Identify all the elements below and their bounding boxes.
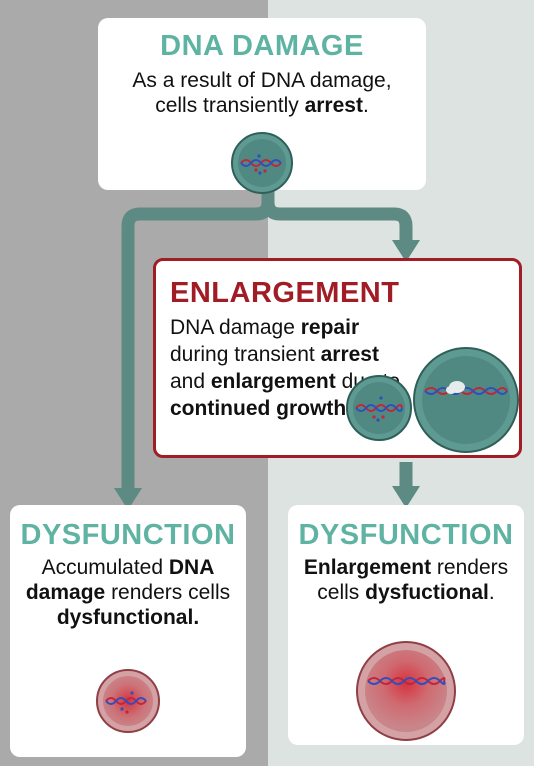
dysfunction-left-box: DYSFUNCTION Accumulated DNA damage rende… [10, 505, 246, 757]
dys-left-text-dna-damage: DNA damage [25, 556, 215, 605]
arrowhead-right-top [392, 240, 420, 262]
enlarged-cell-icon [413, 347, 519, 453]
enlargement-text-arrest: arrest [320, 342, 379, 366]
arrow-right-branch [261, 201, 413, 240]
dysfunction-right-description: Enlargement renders cells dysfuctional. [298, 555, 514, 605]
enlargement-title: ENLARGEMENT [170, 277, 400, 309]
dna-damage-description: As a result of DNA damage, cells transie… [98, 68, 426, 118]
dys-right-text-2: renders cells [317, 556, 509, 605]
enlargement-box: ENLARGEMENT DNA damage repair during tra… [153, 258, 522, 458]
dysfunctional-enlarged-cell-icon [356, 641, 456, 741]
dys-right-text-enlargement: Enlargement [303, 556, 432, 579]
enlargement-text-3: during transient [170, 342, 321, 366]
dna-damage-line2-pre: cells transiently [155, 94, 305, 118]
arrowhead-right-bottom [392, 486, 420, 508]
enlargement-text-1: DNA damage [170, 316, 301, 339]
enlargement-text-enlargement: enlargement [210, 369, 336, 393]
arrow-left-branch [121, 207, 256, 488]
enlargement-text-growth: continued growth. [170, 396, 352, 420]
dysfunction-right-title: DYSFUNCTION [298, 519, 514, 551]
dys-left-text-dysfunctional: dysfunctional. [56, 606, 200, 630]
dna-damage-line2-post: . [362, 94, 369, 118]
dna-damage-title: DNA DAMAGE [160, 30, 364, 62]
dys-right-text-4: . [488, 581, 495, 605]
dna-damage-box: DNA DAMAGE As a result of DNA damage, ce… [98, 18, 426, 194]
dysfunctional-damaged-cell-icon [96, 669, 160, 733]
dys-left-text-3: renders cells [105, 581, 231, 605]
damaged-cell-icon [231, 132, 293, 194]
enlargement-text-repair: repair [300, 316, 360, 339]
dna-damage-line1: As a result of DNA damage, [132, 69, 392, 92]
dys-left-text-1: Accumulated [41, 556, 169, 579]
enlargement-text-5: and [170, 369, 211, 393]
dys-right-text-dysfuctional: dysfuctional [365, 581, 489, 605]
dysfunction-left-title: DYSFUNCTION [20, 519, 236, 551]
dna-damage-line2-bold: arrest [304, 94, 363, 118]
dysfunction-right-box: DYSFUNCTION Enlargement renders cells dy… [288, 505, 524, 745]
dysfunction-left-description: Accumulated DNA damage renders cells dys… [20, 555, 236, 631]
arrowhead-left [114, 488, 142, 510]
repairing-cell-icon [346, 375, 412, 441]
